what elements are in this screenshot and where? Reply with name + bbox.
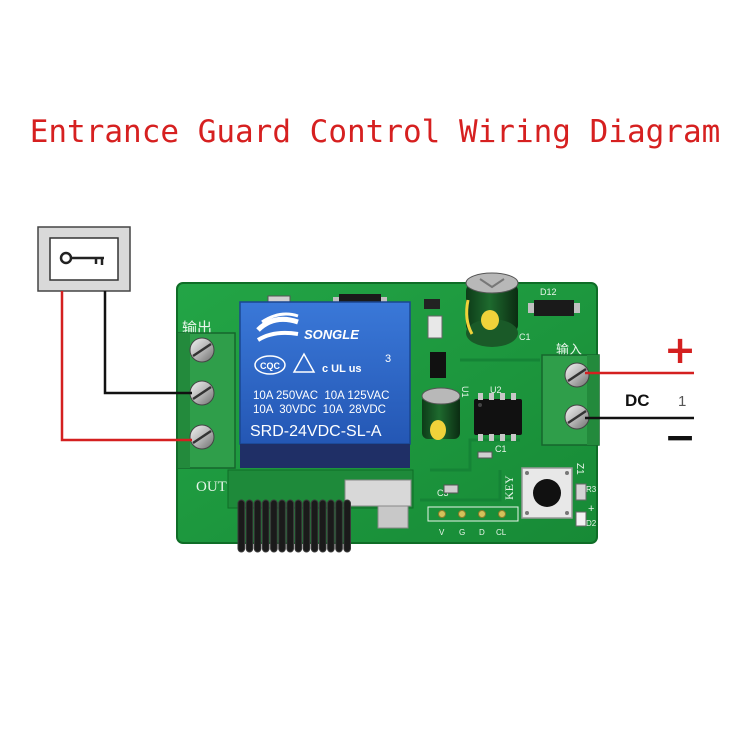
key-icon [59, 251, 104, 265]
relay-rating-1: 10A 250VAC 10A 125VAC [253, 390, 389, 402]
pin-label-d: D [479, 528, 485, 537]
antenna-turn [261, 499, 270, 553]
screw-output-3 [189, 424, 215, 450]
antenna-turn [310, 499, 319, 553]
antenna-turn [318, 499, 327, 553]
plus-sign: + [664, 328, 696, 372]
u1-label: U1 [460, 386, 470, 398]
songle-logo-icon [256, 312, 299, 342]
antenna-turn [335, 499, 343, 553]
screw-input-plus [564, 362, 590, 388]
c1-bottom-label: C1 [495, 444, 507, 454]
plus-small-label: + [588, 503, 594, 515]
u2-label: U2 [490, 385, 502, 395]
screw-output-1 [189, 337, 215, 363]
u2-chip [474, 393, 522, 441]
z1-label: Z1 [574, 463, 585, 475]
antenna-turn [294, 499, 303, 553]
push-button [521, 467, 573, 519]
relay-rating-2: 10A 30VDC 10A 28VDC [253, 404, 386, 416]
relay-cert: CQC [260, 361, 281, 371]
relay-ul-num: 3 [385, 353, 391, 365]
dc-label: DC [625, 391, 650, 410]
minus-sign: − [664, 415, 696, 459]
page-title: Entrance Guard Control Wiring Diagram [30, 114, 721, 150]
input-terminal-block [541, 354, 600, 446]
output-terminal-block [177, 332, 236, 469]
antenna-turn [245, 499, 254, 553]
pin-label-g: G [459, 528, 465, 537]
pin-header: V G D CL [427, 506, 519, 537]
key-label: KEY [502, 475, 516, 500]
relay: SONGLE CQC c UL us 3 10A 250VAC 10A 125V… [239, 301, 411, 468]
screw-output-2 [189, 380, 215, 406]
antenna-coil [237, 499, 352, 553]
antenna-turn [343, 499, 352, 553]
door-lock-switch [37, 226, 131, 292]
antenna-turn [302, 499, 311, 553]
wire-black-lock [103, 291, 192, 395]
relay-ul-mark: c UL us [322, 363, 362, 375]
capacitor-small [421, 387, 461, 440]
antenna-turn [237, 499, 246, 553]
c1-top-label: C1 [519, 332, 531, 342]
wire-red-lock [60, 291, 192, 442]
out-label: OUT [196, 479, 227, 495]
pin-label-cl: CL [496, 528, 507, 537]
dc-extra-label: 1 [678, 393, 686, 410]
r3-label: R3 [586, 485, 597, 494]
antenna-turn [278, 499, 286, 553]
triangle-icon [292, 352, 316, 373]
antenna-turn [327, 499, 335, 553]
antenna-turn [286, 499, 295, 553]
input-label: 输入 [556, 342, 582, 357]
d12-label: D12 [540, 287, 557, 297]
relay-model: SRD-24VDC-SL-A [250, 423, 382, 440]
c3-label: C3 [437, 488, 449, 498]
capacitor-large [465, 272, 519, 347]
screw-input-minus [564, 404, 590, 430]
d2-label: D2 [586, 519, 597, 528]
pin-label-v: V [439, 528, 445, 537]
antenna-turn [253, 499, 262, 553]
antenna-turn [270, 499, 278, 553]
relay-brand: SONGLE [304, 327, 359, 342]
